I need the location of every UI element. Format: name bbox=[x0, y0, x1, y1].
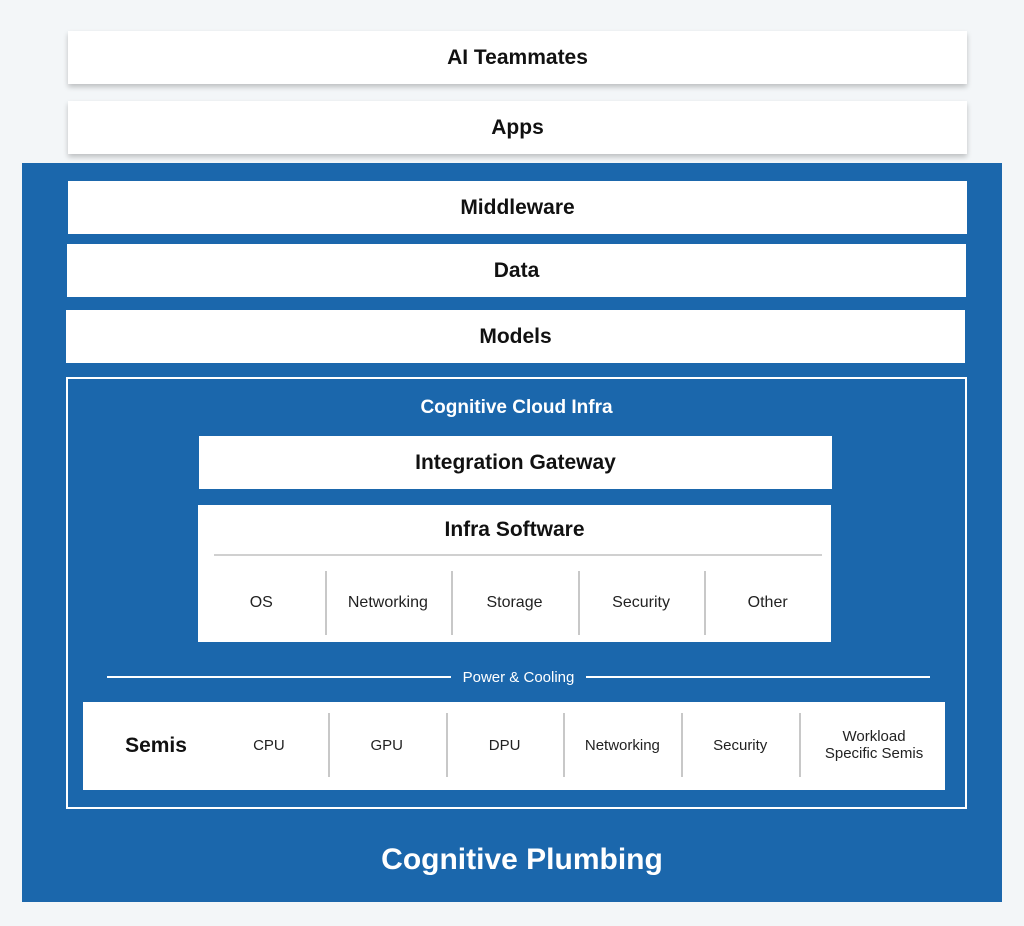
cognitive-cloud-infra-box bbox=[66, 377, 967, 809]
infra-software-items: OS Networking Storage Security Other bbox=[198, 571, 831, 635]
data-layer: Data bbox=[67, 244, 966, 297]
ai-teammates-layer: AI Teammates bbox=[68, 31, 967, 84]
apps-label: Apps bbox=[491, 115, 544, 139]
infra-software-title: Infra Software bbox=[444, 518, 585, 541]
semis-box: Semis CPU GPU DPU Networking Security Wo… bbox=[83, 702, 945, 790]
models-label: Models bbox=[479, 324, 552, 348]
models-layer: Models bbox=[66, 310, 965, 363]
infra-software-box: Infra Software OS Networking Storage Sec… bbox=[198, 505, 831, 642]
cognitive-cloud-infra-title: Cognitive Cloud Infra bbox=[420, 397, 613, 418]
semis-item-dpu: DPU bbox=[445, 713, 564, 777]
infra-item-other: Other bbox=[704, 571, 831, 635]
apps-layer: Apps bbox=[68, 101, 967, 154]
infra-item-networking: Networking bbox=[324, 571, 452, 635]
semis-item-workload-specific: Workload Specific Semis bbox=[799, 713, 949, 777]
semis-item-security: Security bbox=[681, 713, 799, 777]
infra-software-divider bbox=[214, 554, 822, 556]
power-cooling-label: Power & Cooling bbox=[462, 669, 575, 686]
infra-item-storage: Storage bbox=[451, 571, 578, 635]
infra-item-os: OS bbox=[249, 594, 273, 611]
infra-item-security: Security bbox=[577, 571, 705, 635]
semis-item-networking: Networking bbox=[563, 713, 681, 777]
semis-item-cpu: CPU bbox=[253, 736, 285, 754]
power-cooling-line-right bbox=[586, 676, 930, 678]
integration-gateway-layer: Integration Gateway bbox=[199, 436, 832, 489]
middleware-label: Middleware bbox=[460, 195, 575, 219]
semis-item-gpu: GPU bbox=[327, 713, 446, 777]
power-cooling-line-left bbox=[107, 676, 451, 678]
semis-items: CPU GPU DPU Networking Security Workload… bbox=[210, 713, 949, 777]
middleware-layer: Middleware bbox=[68, 181, 967, 234]
data-label: Data bbox=[493, 258, 540, 282]
ai-teammates-label: AI Teammates bbox=[447, 45, 588, 69]
cognitive-plumbing-label: Cognitive Plumbing bbox=[381, 843, 663, 876]
semis-title: Semis bbox=[125, 734, 187, 757]
integration-gateway-label: Integration Gateway bbox=[415, 450, 616, 474]
